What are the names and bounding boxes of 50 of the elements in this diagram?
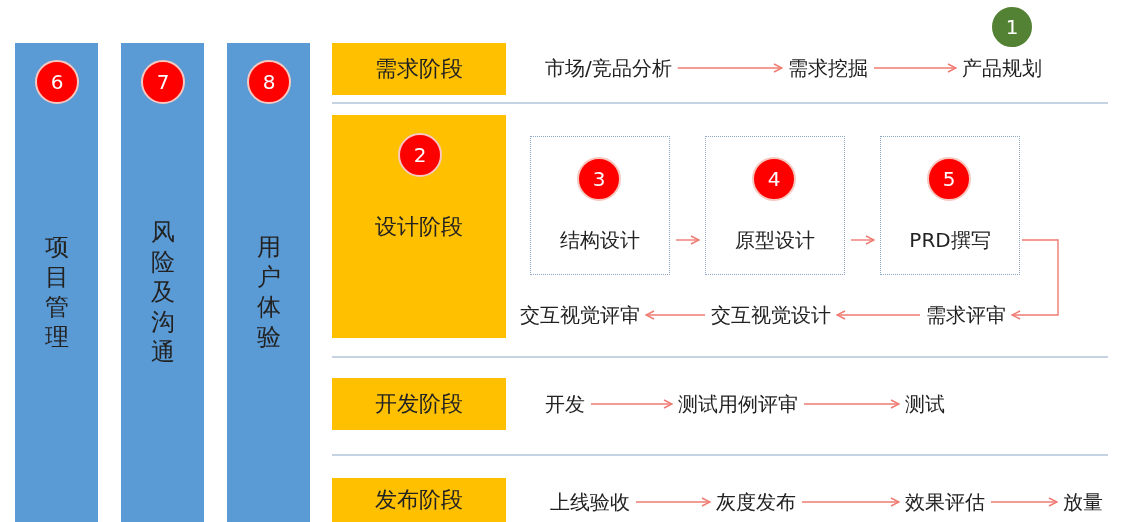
stage-label: 发布阶段 [332,478,506,522]
step-box [705,136,845,275]
arrow [850,235,875,245]
arrow [635,497,711,507]
step-title: 原型设计 [735,227,815,253]
step-box [880,136,1020,275]
step-text: 灰度发布 [716,489,796,515]
step-text: 交互视觉评审 [520,302,640,328]
number-badge: 6 [35,60,79,104]
stage-label: 需求阶段 [332,43,506,95]
arrow [675,235,700,245]
arrow [873,63,957,73]
step-text: 交互视觉设计 [711,302,831,328]
number-badge: 7 [141,60,185,104]
arrow [836,310,921,320]
step-text: 需求评审 [926,302,1006,328]
step-text: 开发 [545,391,585,417]
arrow [1011,239,1059,320]
number-badge: 8 [247,60,291,104]
category-bar [121,43,204,522]
step-title: PRD撰写 [909,227,991,253]
arrow [645,310,706,320]
bar-title: 项目管理 [43,232,70,353]
bar-title: 风险及沟通 [149,217,176,368]
arrow [590,399,673,409]
bar-title: 用户体验 [255,232,282,353]
step-text: 市场/竞品分析 [545,55,672,81]
stage-label: 开发阶段 [332,378,506,430]
step-text: 效果评估 [905,489,985,515]
number-badge: 5 [927,157,971,201]
step-title: 结构设计 [560,227,640,253]
category-bar [15,43,98,522]
step-text: 产品规划 [962,55,1042,81]
number-badge: 4 [752,157,796,201]
step-box [530,136,670,275]
number-badge: 2 [398,133,442,177]
number-badge: 3 [577,157,621,201]
arrow [990,497,1058,507]
step-text: 上线验收 [550,489,630,515]
step-text: 需求挖掘 [788,55,868,81]
stage-title: 设计阶段 [375,213,463,241]
stage-box [332,115,506,338]
arrow [801,497,900,507]
step-text: 测试用例评审 [678,391,798,417]
category-bar [227,43,310,522]
number-badge: 1 [992,7,1032,47]
arrow [677,63,783,73]
arrow [803,399,900,409]
step-text: 测试 [905,391,945,417]
step-text: 放量 [1063,489,1103,515]
